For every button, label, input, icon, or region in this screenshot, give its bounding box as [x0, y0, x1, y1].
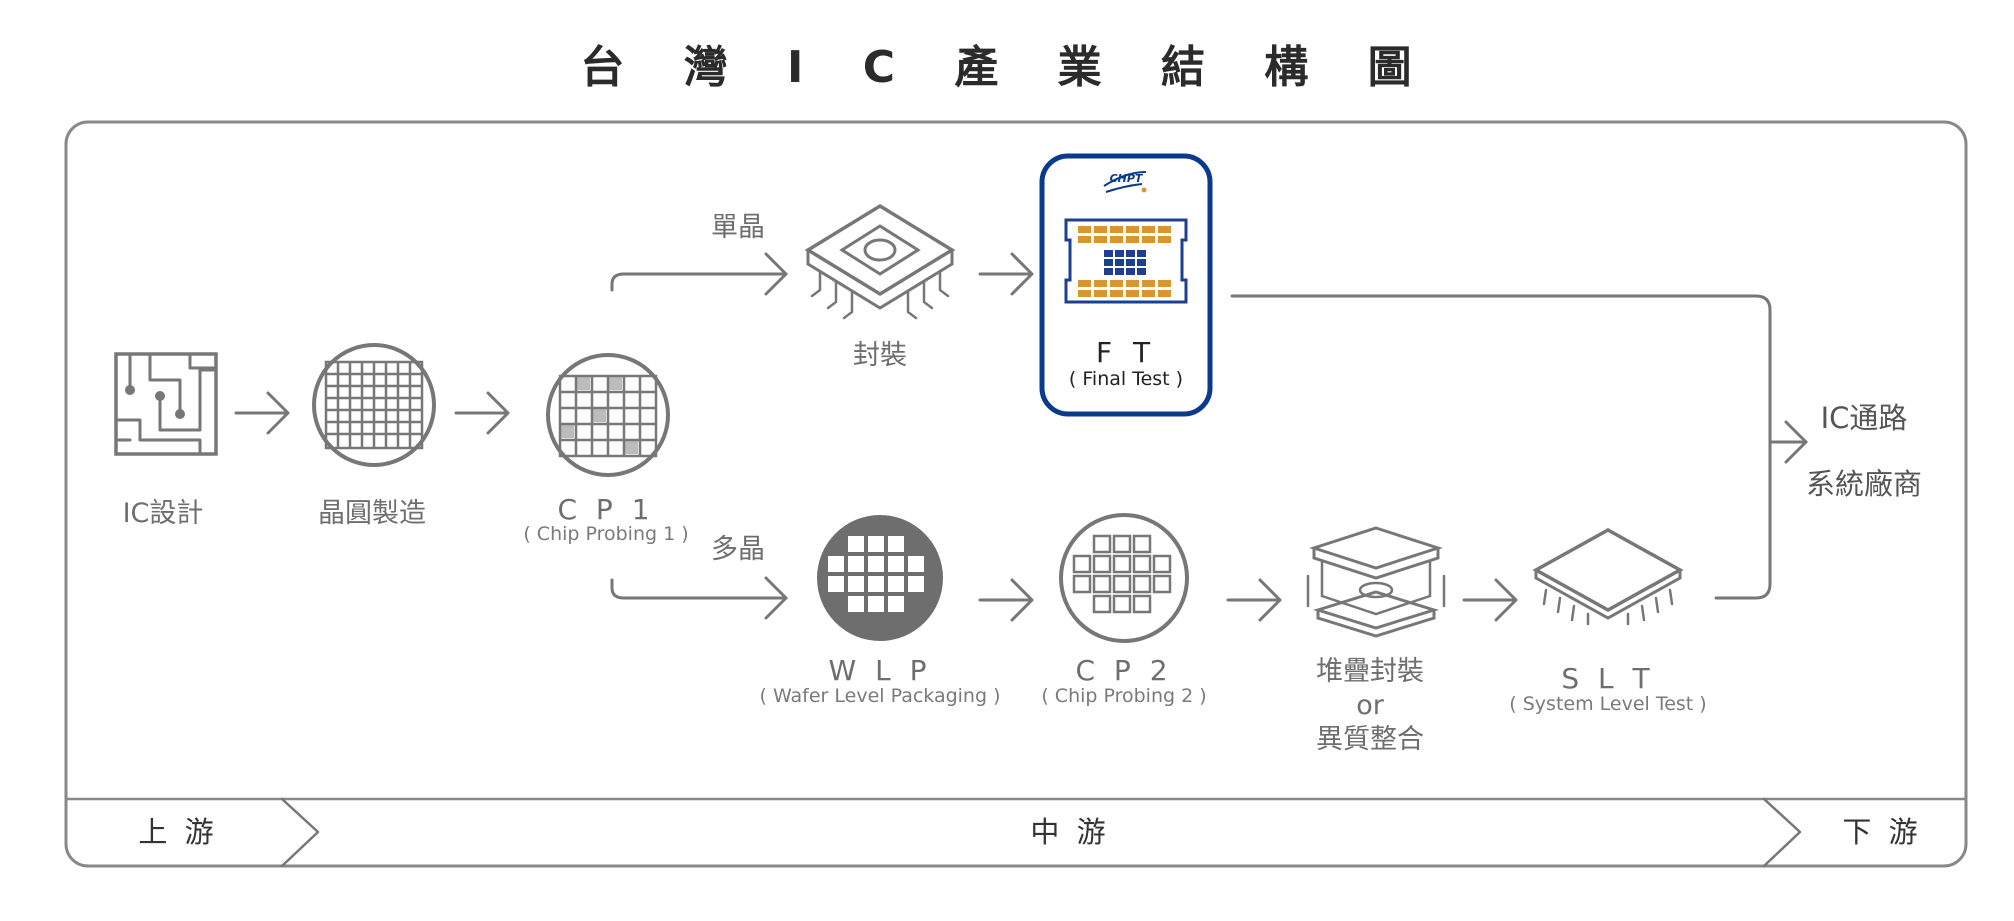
arrow-icon	[978, 252, 1034, 296]
slt-label: S L T	[1561, 662, 1654, 695]
stack-label-line2: or	[1356, 690, 1385, 721]
cp1-label: C P 1	[557, 493, 654, 526]
cp2-label: C P 2	[1075, 654, 1172, 687]
ic-design-icon	[114, 352, 218, 456]
ft-label: F T	[1096, 336, 1156, 369]
slt-to-downstream-line	[1714, 430, 1772, 600]
cp2-sublabel: ( Chip Probing 2 )	[1041, 685, 1206, 707]
wafer-icon	[312, 343, 436, 467]
multi-die-label: 多晶	[711, 534, 765, 565]
ft-to-downstream-line	[1230, 294, 1772, 434]
arrow-icon	[764, 252, 788, 296]
packaging-label: 封裝	[853, 340, 907, 371]
slt-sublabel: ( System Level Test )	[1509, 693, 1706, 715]
downstream-line1: IC通路	[1821, 401, 1908, 435]
downstream-line2: 系統廠商	[1806, 467, 1922, 501]
cp1-sublabel: ( Chip Probing 1 )	[523, 523, 688, 545]
stack-label-line1: 堆疊封裝	[1316, 656, 1424, 687]
diagram-frame	[64, 120, 1968, 868]
ic-design-label: IC設計	[123, 498, 204, 529]
stack-label-line3: 異質整合	[1316, 724, 1424, 755]
wlp-label: W L P	[829, 654, 932, 687]
chpt-logo-icon: CHPT	[1103, 171, 1147, 193]
arrow-icon	[1226, 578, 1282, 622]
package-chip-icon	[804, 203, 956, 320]
arrow-icon	[1768, 420, 1808, 464]
stage-bar: 上 游 中 游 下 游	[66, 797, 1966, 868]
stage-downstream: 下 游	[1842, 815, 1921, 849]
arrow-icon	[978, 578, 1034, 622]
page-title: 台 灣 I C 產 業 結 構 圖	[580, 42, 1433, 93]
ft-card: CHPT	[1039, 153, 1213, 417]
stage-midstream: 中 游	[1030, 815, 1109, 849]
chpt-logo-text: CHPT	[1110, 172, 1144, 185]
slt-chip-icon	[1532, 527, 1684, 626]
arrow-icon	[764, 576, 788, 620]
cp1-wafer-icon	[546, 353, 670, 477]
stage-upstream: 上 游	[138, 815, 217, 849]
test-socket-icon	[1064, 218, 1188, 304]
arrow-icon	[234, 391, 290, 435]
ft-sublabel: ( Final Test )	[1069, 368, 1183, 390]
single-die-label: 單晶	[711, 212, 765, 243]
arrow-icon	[454, 391, 510, 435]
cp2-wafer-icon	[1059, 513, 1189, 643]
stack-package-icon	[1306, 526, 1446, 638]
branch-lower-line	[610, 578, 788, 600]
wlp-wafer-icon	[817, 515, 943, 641]
wafer-fab-label: 晶圓製造	[318, 498, 426, 529]
wlp-sublabel: ( Wafer Level Packaging )	[760, 685, 1001, 707]
branch-upper-line	[610, 272, 788, 292]
arrow-icon	[1462, 578, 1518, 622]
